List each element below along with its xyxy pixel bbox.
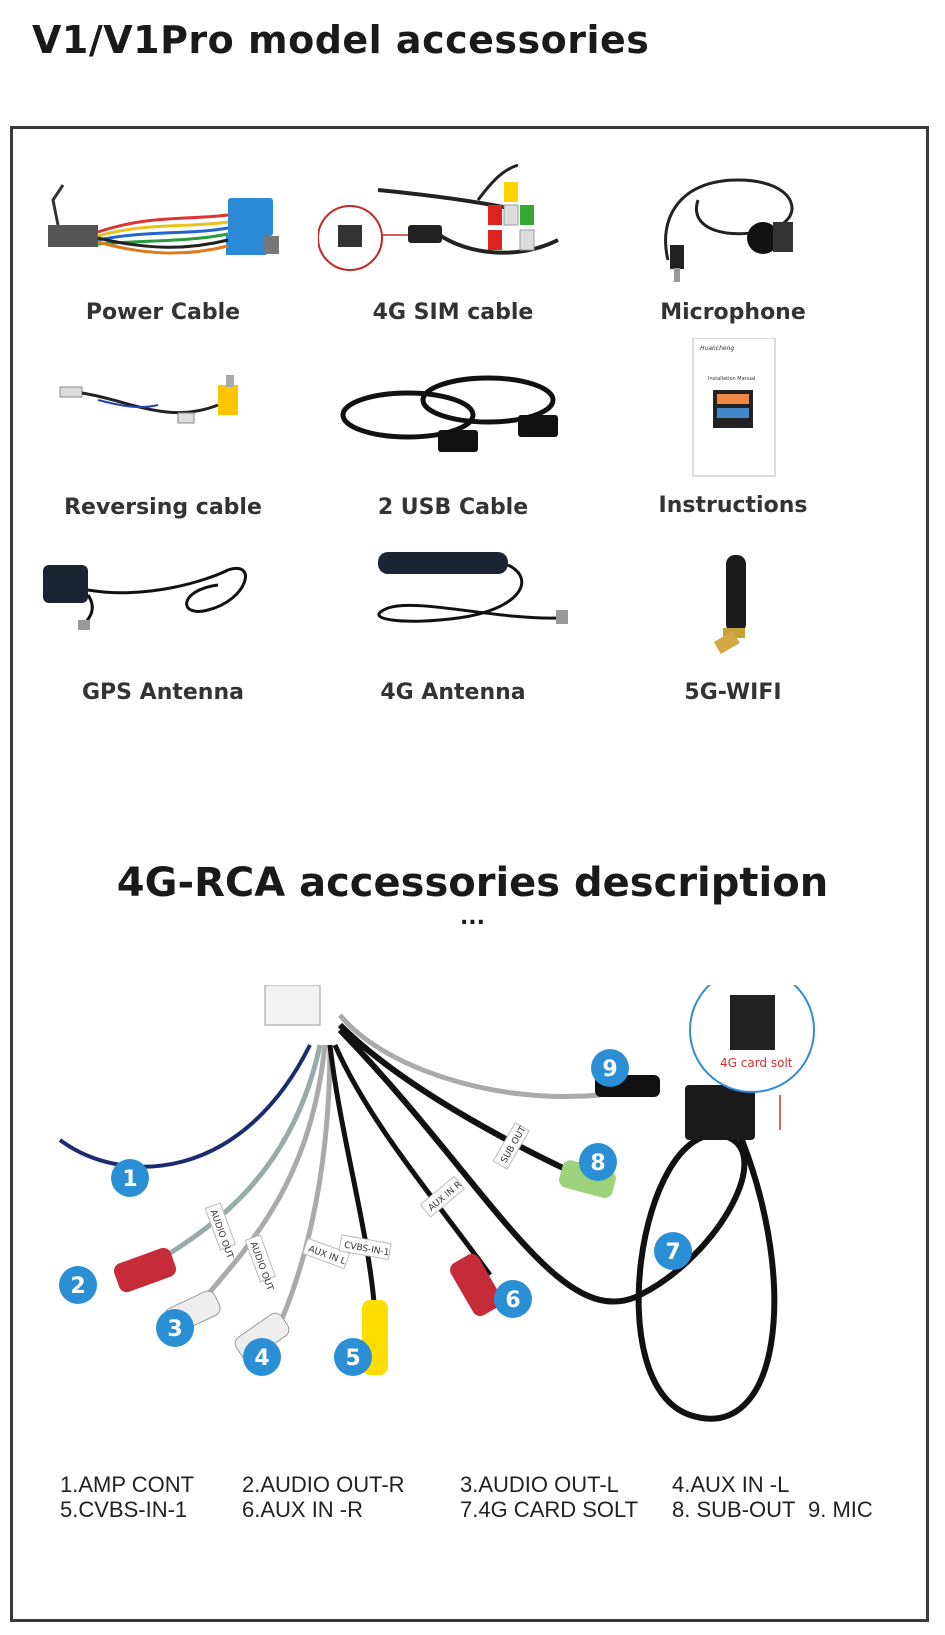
legend-item: 1.AMP CONT (60, 1472, 195, 1497)
marker-8: 8 (579, 1143, 617, 1181)
accessory-label: 4G Antenna (380, 680, 526, 705)
microphone-icon (664, 178, 794, 282)
accessory-label: 4G SIM cable (372, 300, 534, 325)
accessory-reversing-cable: Reversing cable (28, 355, 298, 535)
section-title: 4G-RCA accessories description (116, 860, 829, 906)
manual-title: Installation Manual (708, 376, 755, 382)
gps-antenna-icon (43, 565, 247, 630)
legend-item: 6.AUX IN -R (242, 1497, 364, 1522)
marker-7: 7 (654, 1232, 692, 1270)
marker-4: 4 (243, 1338, 281, 1376)
marker-9: 9 (591, 1049, 629, 1087)
manual-brand: Huancheng (700, 345, 734, 352)
page-title: V1/V1Pro model accessories (32, 18, 650, 62)
4g-antenna-icon (377, 552, 568, 624)
svg-text:2: 2 (70, 1274, 85, 1299)
sim-slot-icon (730, 995, 775, 1050)
legend-item: 9. MIC (808, 1497, 873, 1522)
wifi-antenna-icon (713, 555, 746, 655)
accessory-power-cable: Power Cable (28, 160, 298, 340)
wire-1 (58, 1044, 312, 1169)
accessory-label: Power Cable (85, 300, 241, 325)
accessory-label: GPS Antenna (82, 680, 244, 705)
manual-icon: Huancheng Installation Manual (692, 338, 776, 477)
accessory-label: 2 USB Cable (377, 495, 529, 520)
svg-text:4: 4 (254, 1346, 269, 1371)
svg-text:7: 7 (665, 1240, 680, 1265)
accessory-label: Instructions (658, 493, 808, 518)
accessory-gps-antenna: GPS Antenna (28, 540, 298, 720)
usb-cable-icon (340, 375, 558, 452)
accessories-frame (10, 126, 929, 1622)
accessory-4g-sim-cable: 4G SIM cable (318, 160, 588, 340)
wire-9 (338, 1013, 601, 1100)
legend-item: 3.AUDIO OUT-L (460, 1472, 619, 1497)
svg-text:8: 8 (590, 1151, 605, 1176)
marker-3: 3 (156, 1309, 194, 1347)
svg-text:6: 6 (505, 1288, 520, 1313)
accessory-label: Reversing cable (64, 495, 262, 520)
legend-item: 4.AUX IN -L (672, 1472, 790, 1497)
wire-5 (327, 1044, 378, 1316)
marker-6: 6 (494, 1280, 532, 1318)
accessory-microphone: Microphone (598, 160, 868, 340)
accessory-instructions: Huancheng Installation Manual Instructio… (598, 338, 868, 518)
svg-text:5: 5 (345, 1346, 360, 1371)
power-cable-icon (48, 184, 279, 255)
legend-item: 2.AUDIO OUT-R (242, 1472, 405, 1497)
accessory-label: Microphone (660, 300, 806, 325)
legend-item: 8. SUB-OUT (672, 1497, 796, 1522)
accessory-usb-cable: 2 USB Cable (318, 355, 588, 535)
sim-cable-icon (318, 163, 559, 271)
rca-plug-red (450, 1253, 502, 1317)
accessory-4g-antenna: 4G Antenna (318, 540, 588, 720)
wire-6 (332, 1043, 493, 1277)
rca-cable-diagram: AUDIO OUT AUDIO OUT AUX IN L CVBS-IN-1 A… (58, 985, 815, 1422)
legend-item: 7.4G CARD SOLT (460, 1497, 639, 1522)
accessory-label: 5G-WIFI (684, 680, 782, 705)
rca-plug-red (113, 1247, 177, 1293)
svg-text:1: 1 (122, 1167, 137, 1192)
callout-label: 4G card solt (720, 1056, 793, 1070)
svg-text:9: 9 (602, 1057, 617, 1082)
legend-item: 5.CVBS-IN-1 (60, 1497, 188, 1522)
accessory-5g-wifi: 5G-WIFI (598, 540, 868, 720)
wire-3 (188, 1044, 328, 1317)
marker-1: 1 (111, 1159, 149, 1197)
svg-text:3: 3 (167, 1317, 182, 1342)
harness-connector (264, 985, 321, 1026)
sim-box (685, 1085, 755, 1140)
marker-2: 2 (59, 1266, 97, 1304)
section-ellipsis: ... (459, 905, 486, 930)
reversing-cable-icon (59, 375, 238, 424)
marker-5: 5 (334, 1338, 372, 1376)
